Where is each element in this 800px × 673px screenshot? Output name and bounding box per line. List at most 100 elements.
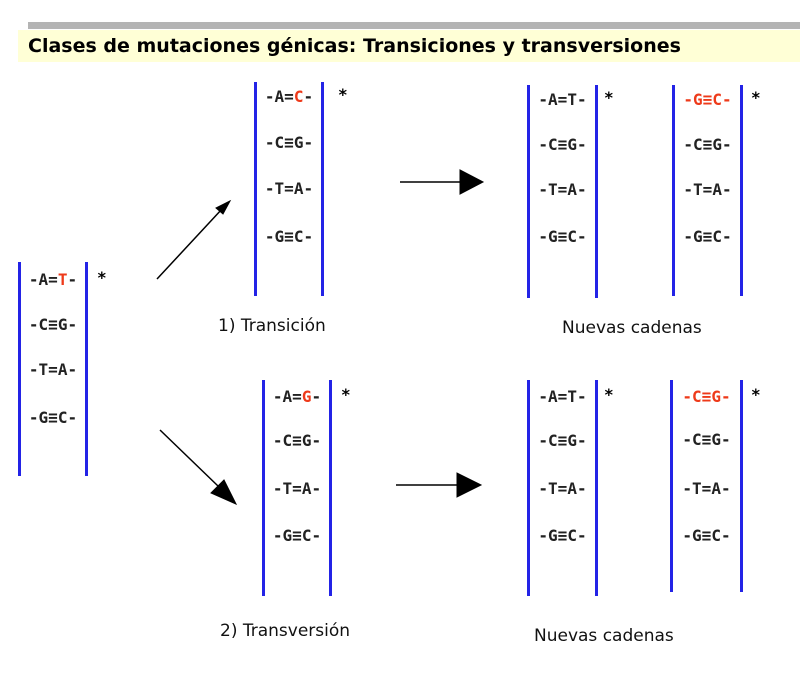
bond-dash: - [538,479,549,498]
base-right: C [57,408,68,427]
hydrogen-bond: = [702,180,713,199]
base-left: G [693,90,703,109]
strand-right [321,82,324,296]
hydrogen-bond: = [48,360,58,379]
transversion-label: 2) Transversión [220,621,351,641]
bond-dash: - [682,479,693,498]
bond-dash: - [538,227,549,246]
base-pair: -G≡C- [672,90,743,110]
bond-dash: - [576,526,587,545]
hydrogen-bond: ≡ [284,133,294,152]
hydrogen-bond: = [557,479,568,498]
strand-right [329,380,332,596]
bond-dash: - [576,180,587,199]
hydrogen-bond: = [292,479,302,498]
base-pair: -C≡G- [262,431,332,451]
base-right: C [712,90,722,109]
bond-dash: - [272,526,283,545]
base-right: C [301,526,312,545]
base-right: G [712,135,722,154]
dna-ladder-new-transition-a: -A=T-*-C≡G--T=A--G≡C- [527,85,614,298]
base-pair: -C≡G- [672,135,743,155]
base-left: T [548,479,558,498]
hydrogen-bond: ≡ [292,431,302,450]
base-pair: -C≡G- [527,431,598,451]
base-pair: -G≡C- [254,227,324,247]
bond-dash: - [272,431,283,450]
new-chains-label-2: Nuevas cadenas [534,626,674,646]
base-right: G [301,387,312,406]
base-left: C [274,133,285,152]
dna-ladder-new-transition-b: -G≡C-*-C≡G--T=A--G≡C- [672,85,761,296]
bond-dash: - [303,179,314,198]
base-pair: -C≡G- [670,430,743,450]
hydrogen-bond: ≡ [557,526,568,545]
bond-dash: - [264,227,275,246]
base-pair: -A=C- [254,87,324,107]
base-pair: -G≡C- [527,526,598,546]
transition-label: 1) Transición [218,316,326,336]
bond-dash: - [720,526,731,545]
strand-left [262,380,265,596]
bond-dash: - [311,431,322,450]
bond-dash: - [538,135,549,154]
base-pair: -G≡C- [262,526,332,546]
bond-dash: - [683,180,694,199]
base-pair: -A=T- [527,90,598,110]
base-right: C [293,87,304,106]
base-left: A [38,270,49,289]
bond-dash: - [576,227,587,246]
bond-dash: - [682,430,693,449]
dna-ladder-original: -A=T-*-C≡G--T=A--G≡C- [18,262,107,476]
strand-left [670,380,673,592]
arrow-transversion-replication [396,472,483,498]
bond-dash: - [720,387,731,406]
hydrogen-bond: ≡ [557,227,568,246]
base-left: G [692,526,702,545]
base-right: T [57,270,68,289]
hydrogen-bond: ≡ [702,90,713,109]
hydrogen-bond: ≡ [48,315,58,334]
base-left: C [693,135,703,154]
base-left: C [282,431,293,450]
hydrogen-bond: ≡ [702,135,713,154]
bond-dash: - [683,227,694,246]
mutation-marker: * [341,385,351,404]
base-left: C [548,431,558,450]
hydrogen-bond: = [284,87,294,106]
bond-dash: - [576,387,587,406]
base-left: A [548,387,558,406]
hydrogen-bond: = [557,180,568,199]
hydrogen-bond: = [557,90,568,109]
bond-dash: - [721,227,732,246]
base-pair: -T=A- [262,479,332,499]
mutation-marker: * [751,385,761,404]
base-right: C [712,227,722,246]
strand-left [527,380,530,596]
base-left: T [282,479,293,498]
hydrogen-bond: ≡ [701,526,712,545]
bond-dash: - [272,387,283,406]
base-left: T [548,180,558,199]
bond-dash: - [576,479,587,498]
hydrogen-bond: ≡ [48,408,58,427]
arrow-transition-replication [400,169,485,195]
hydrogen-bond: ≡ [701,430,712,449]
bond-dash: - [538,526,549,545]
strand-right [740,380,743,592]
bond-dash: - [721,180,732,199]
mutation-marker: * [604,88,614,107]
hydrogen-bond: ≡ [702,227,713,246]
arrow-to-transition [156,199,232,280]
base-right: C [293,227,304,246]
base-left: A [282,387,293,406]
strand-left [672,85,675,296]
base-left: G [38,408,49,427]
bond-dash: - [264,87,275,106]
bond-dash: - [67,315,78,334]
base-left: G [274,227,285,246]
base-left: T [692,479,702,498]
bond-dash: - [311,387,322,406]
base-left: C [548,135,558,154]
bond-dash: - [67,360,78,379]
